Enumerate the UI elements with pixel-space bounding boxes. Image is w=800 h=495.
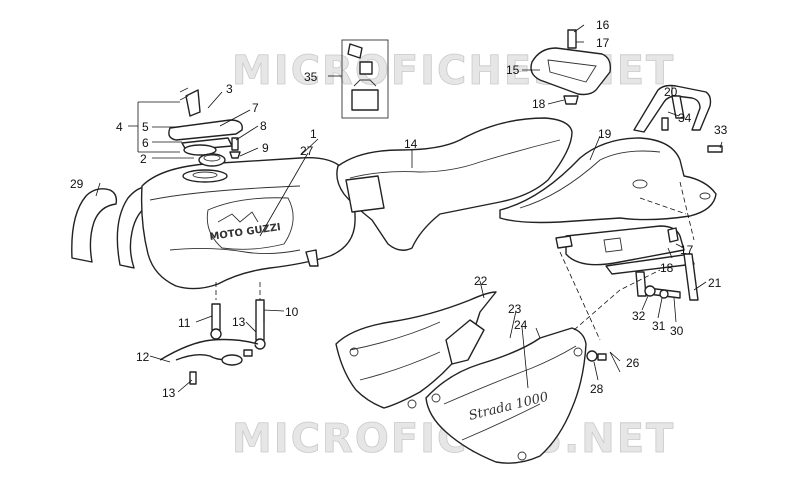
callout-26: 26 — [626, 356, 640, 370]
mounting-bolts — [644, 145, 723, 299]
callout-28: 28 — [590, 382, 604, 396]
callout-15: 15 — [506, 63, 520, 77]
callout-33: 33 — [714, 123, 728, 137]
callout-7: 7 — [252, 101, 259, 115]
callout-13b: 13 — [162, 386, 176, 400]
callout-2: 2 — [140, 152, 147, 166]
filler-cap-assembly — [168, 87, 243, 167]
callout-labels: 1 2 3 4 5 6 7 8 9 10 11 12 13 13 14 15 1… — [70, 18, 728, 400]
callout-1: 1 — [310, 127, 317, 141]
callout-27: 27 — [300, 144, 314, 158]
lock-set-box — [341, 39, 389, 119]
callout-3: 3 — [226, 82, 233, 96]
leader-lines — [95, 24, 723, 393]
tail-light-bracket — [530, 29, 612, 105]
callout-29: 29 — [70, 177, 84, 191]
callout-32: 32 — [632, 309, 646, 323]
callout-19: 19 — [598, 127, 612, 141]
callout-16: 16 — [596, 18, 610, 32]
callout-18b: 18 — [660, 261, 674, 275]
callout-35: 35 — [304, 70, 318, 84]
fuel-taps-and-hoses — [159, 282, 266, 385]
callout-17a: 17 — [596, 36, 610, 50]
grab-rail — [633, 84, 712, 133]
tank-trim-strips — [71, 186, 154, 269]
rear-cowl — [499, 137, 717, 224]
callout-4: 4 — [116, 120, 123, 134]
callout-20: 20 — [664, 85, 678, 99]
left-side-panel — [335, 291, 497, 409]
subframe-bracket — [555, 225, 699, 301]
callout-31: 31 — [652, 319, 666, 333]
callout-17b: 17 — [680, 243, 694, 257]
callout-13a: 13 — [232, 315, 246, 329]
callout-9: 9 — [262, 141, 269, 155]
callout-11: 11 — [178, 316, 191, 330]
callout-8: 8 — [260, 119, 267, 133]
right-side-panel: Strada 1000 — [425, 327, 587, 464]
callout-23: 23 — [508, 302, 522, 316]
callout-24: 24 — [514, 318, 528, 332]
callout-12: 12 — [136, 350, 150, 364]
callout-21: 21 — [708, 276, 722, 290]
small-screws — [229, 137, 241, 159]
callout-18a: 18 — [532, 97, 546, 111]
fuel-tank: MOTO GUZZI — [140, 157, 356, 290]
callout-30: 30 — [670, 324, 684, 338]
assembly-guide-lines — [559, 181, 695, 341]
callout-14: 14 — [404, 137, 418, 151]
callout-34: 34 — [678, 111, 692, 125]
callout-22: 22 — [474, 274, 488, 288]
callout-6: 6 — [142, 136, 149, 150]
panel-grommet — [586, 350, 607, 362]
callout-5: 5 — [142, 120, 149, 134]
seat — [336, 117, 573, 251]
callout-10: 10 — [285, 305, 299, 319]
